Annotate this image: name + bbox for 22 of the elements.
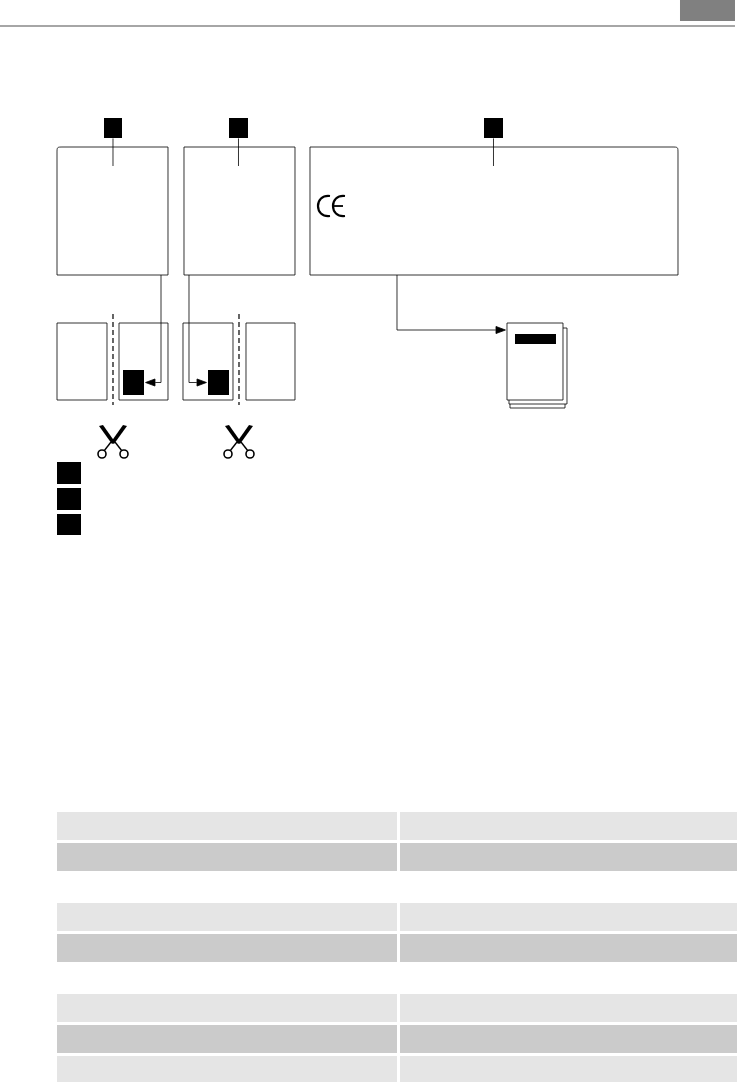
page-sheet (245, 322, 296, 401)
leader-line (493, 138, 494, 167)
label-panel (183, 146, 296, 276)
leader-line (238, 138, 239, 167)
marker-square (104, 118, 122, 138)
arrow (396, 274, 506, 334)
legend-marker (57, 514, 81, 535)
page-sheet (118, 322, 169, 401)
label-square (123, 370, 144, 395)
booklet-drawing (506, 322, 568, 409)
legend-marker (57, 488, 81, 510)
marker-square (229, 118, 248, 138)
label-panel (56, 146, 169, 276)
arrow (145, 274, 162, 387)
legend-marker (57, 462, 81, 484)
page-sheet (56, 322, 108, 401)
arrow (188, 274, 207, 387)
label-panel (309, 146, 679, 276)
marker-square (484, 118, 503, 138)
leader-line (112, 138, 114, 167)
page-sheet (182, 322, 234, 401)
label-square (208, 370, 229, 395)
